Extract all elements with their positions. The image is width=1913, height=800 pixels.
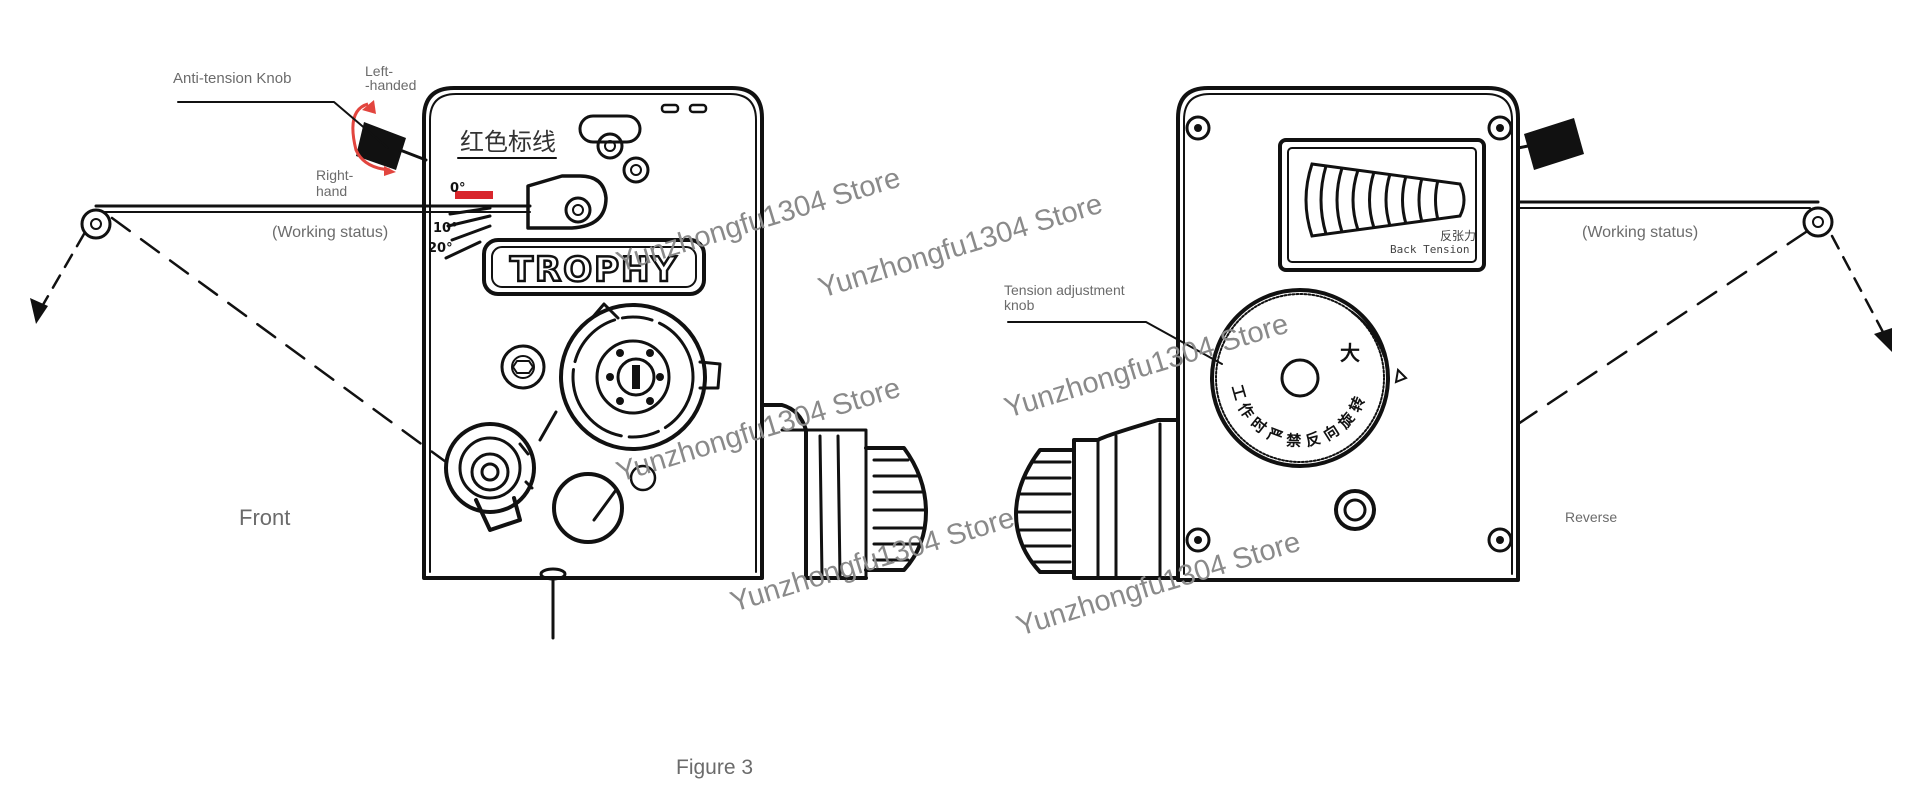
label-front: Front bbox=[239, 505, 290, 530]
red-marker-bar bbox=[455, 191, 493, 199]
watermark: Yunzhongfu1304 Store bbox=[727, 502, 1019, 619]
anti-tension-knob bbox=[351, 100, 428, 176]
gauge-label-en: Back Tension bbox=[1390, 243, 1469, 256]
label-anti-tension-knob: Anti-tension Knob bbox=[173, 70, 291, 87]
label-left-handed-1: Left- bbox=[365, 63, 393, 79]
front-device: TROPHY bbox=[422, 86, 928, 640]
label-angle-0: 0° bbox=[450, 181, 466, 196]
dial-arc-text: 工作时严禁反向旋转 bbox=[1228, 383, 1371, 451]
brand-label: TROPHY bbox=[510, 250, 678, 290]
front-thread-path bbox=[30, 101, 532, 464]
dial-big-char: 大 bbox=[1340, 341, 1360, 365]
label-tension-adjust-2: knob bbox=[1004, 297, 1035, 313]
label-red-marker: 红色标线 bbox=[460, 128, 556, 156]
label-working-status-right: (Working status) bbox=[1582, 224, 1698, 241]
label-angle-10: 10° bbox=[433, 221, 458, 236]
reverse-thread-path bbox=[1007, 200, 1892, 426]
label-right-hand-1: Right- bbox=[316, 167, 354, 183]
label-tension-adjust-1: Tension adjustment bbox=[1004, 282, 1125, 298]
gauge-label-cn: 反张力 bbox=[1440, 229, 1476, 243]
label-working-status-left: (Working status) bbox=[272, 224, 388, 241]
label-left-handed-2: -handed bbox=[365, 77, 416, 93]
watermark-layer: Yunzhongfu1304 Store Yunzhongfu1304 Stor… bbox=[613, 162, 1305, 643]
label-angle-20: 20° bbox=[428, 241, 453, 256]
reverse-device: 反张力 Back Tension 大 工作时严禁反向旋转 bbox=[1014, 86, 1584, 582]
label-reverse: Reverse bbox=[1565, 509, 1617, 525]
label-right-hand-2: hand bbox=[316, 183, 347, 199]
watermark: Yunzhongfu1304 Store bbox=[1013, 526, 1305, 643]
figure-caption: Figure 3 bbox=[676, 756, 753, 779]
